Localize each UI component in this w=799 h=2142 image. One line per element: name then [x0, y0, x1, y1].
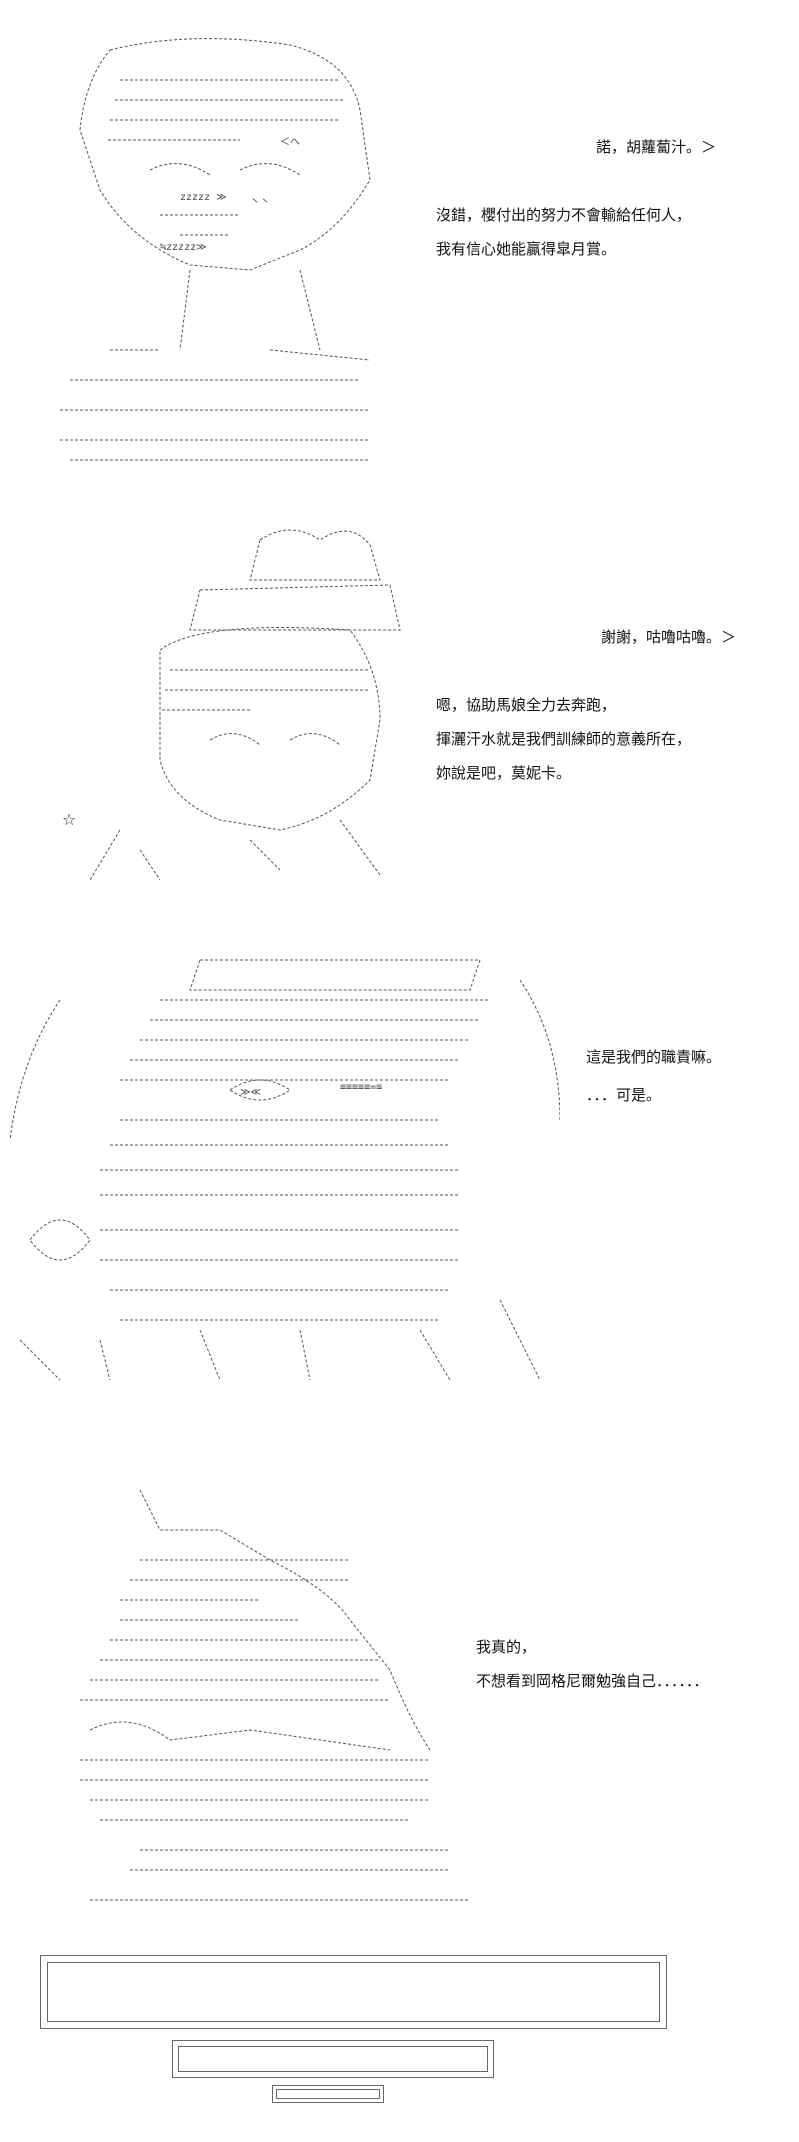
dialog-line: 謝謝，咕嚕咕嚕。＞ [601, 628, 737, 646]
dialog-line: 我真的， [476, 1638, 537, 1656]
empty-frame-large [40, 1955, 667, 2029]
dialog-line: 這是我們的職責嘛。 [586, 1048, 722, 1066]
dialog-line: 沒錯，櫻付出的努力不會輸給任何人， [436, 206, 692, 224]
dialog-line: 不想看到岡格尼爾勉強自己．．．．．． [476, 1672, 709, 1690]
panel-1: zzzzz ≫ ≒zzzzz≫ 丶丶 ＜へ 諾，胡蘿蔔汁。＞ 沒錯，櫻付出的努力… [0, 0, 799, 480]
svg-text:≡≡≡≡≡=≡: ≡≡≡≡≡=≡ [340, 1082, 382, 1093]
svg-text:丶丶: 丶丶 [250, 197, 270, 208]
panel-2: ☆ 謝謝，咕嚕咕嚕。＞ 嗯，協助馬娘全力去奔跑， 揮灑汗水就是我們訓練師的意義所… [0, 520, 799, 920]
dialog-panel-2: 謝謝，咕嚕咕嚕。＞ 嗯，協助馬娘全力去奔跑， 揮灑汗水就是我們訓練師的意義所在，… [436, 620, 736, 790]
empty-frame-large-inner [47, 1962, 660, 2022]
svg-text:≫≪: ≫≪ [240, 1087, 261, 1098]
ascii-art-character-3: ≫≪ ≡≡≡≡≡=≡ [9, 959, 560, 1381]
dialog-panel-3-b: ．．．可是。 [586, 1078, 661, 1112]
dialog-line: 揮灑汗水就是我們訓練師的意義所在， [436, 730, 692, 748]
star-decoration: ☆ [62, 810, 77, 829]
dialog-line: ．．．可是。 [586, 1086, 662, 1104]
panel-4: 我真的， 不想看到岡格尼爾勉強自己．．．．．． [0, 1470, 799, 1930]
dialog-line: 嗯，協助馬娘全力去奔跑， [436, 696, 617, 714]
dialog-line [436, 164, 716, 198]
dialog-line [436, 654, 736, 688]
dialog-line: 妳說是吧，莫妮卡。 [436, 764, 572, 782]
dialog-panel-3: 這是我們的職責嘛。 [586, 941, 721, 1074]
dialog-panel-1: 諾，胡蘿蔔汁。＞ 沒錯，櫻付出的努力不會輸給任何人， 我有信心她能贏得皐月賞。 [436, 130, 716, 266]
empty-frame-small-inner [276, 2089, 380, 2099]
dialog-line: 諾，胡蘿蔔汁。＞ [596, 138, 717, 156]
ascii-art-character-4 [80, 1489, 470, 1901]
dialog-panel-4: 我真的， 不想看到岡格尼爾勉強自己．．．．．． [476, 1630, 709, 1698]
ascii-art-character-1: zzzzz ≫ ≒zzzzz≫ 丶丶 ＜へ [60, 38, 371, 461]
svg-text:≒zzzzz≫: ≒zzzzz≫ [160, 242, 207, 253]
panel-3: ≫≪ ≡≡≡≡≡=≡ 這是我們的職責嘛。 ．．．可是。 [0, 940, 799, 1420]
svg-text:＜へ: ＜へ [280, 137, 300, 148]
dialog-line: 我有信心她能贏得皐月賞。 [436, 240, 617, 258]
svg-text:zzzzz ≫: zzzzz ≫ [180, 192, 227, 203]
empty-frame-medium-inner [178, 2046, 488, 2072]
ascii-art-character-2 [89, 529, 401, 881]
empty-frame-small [272, 2085, 384, 2103]
empty-frame-medium [172, 2040, 494, 2078]
